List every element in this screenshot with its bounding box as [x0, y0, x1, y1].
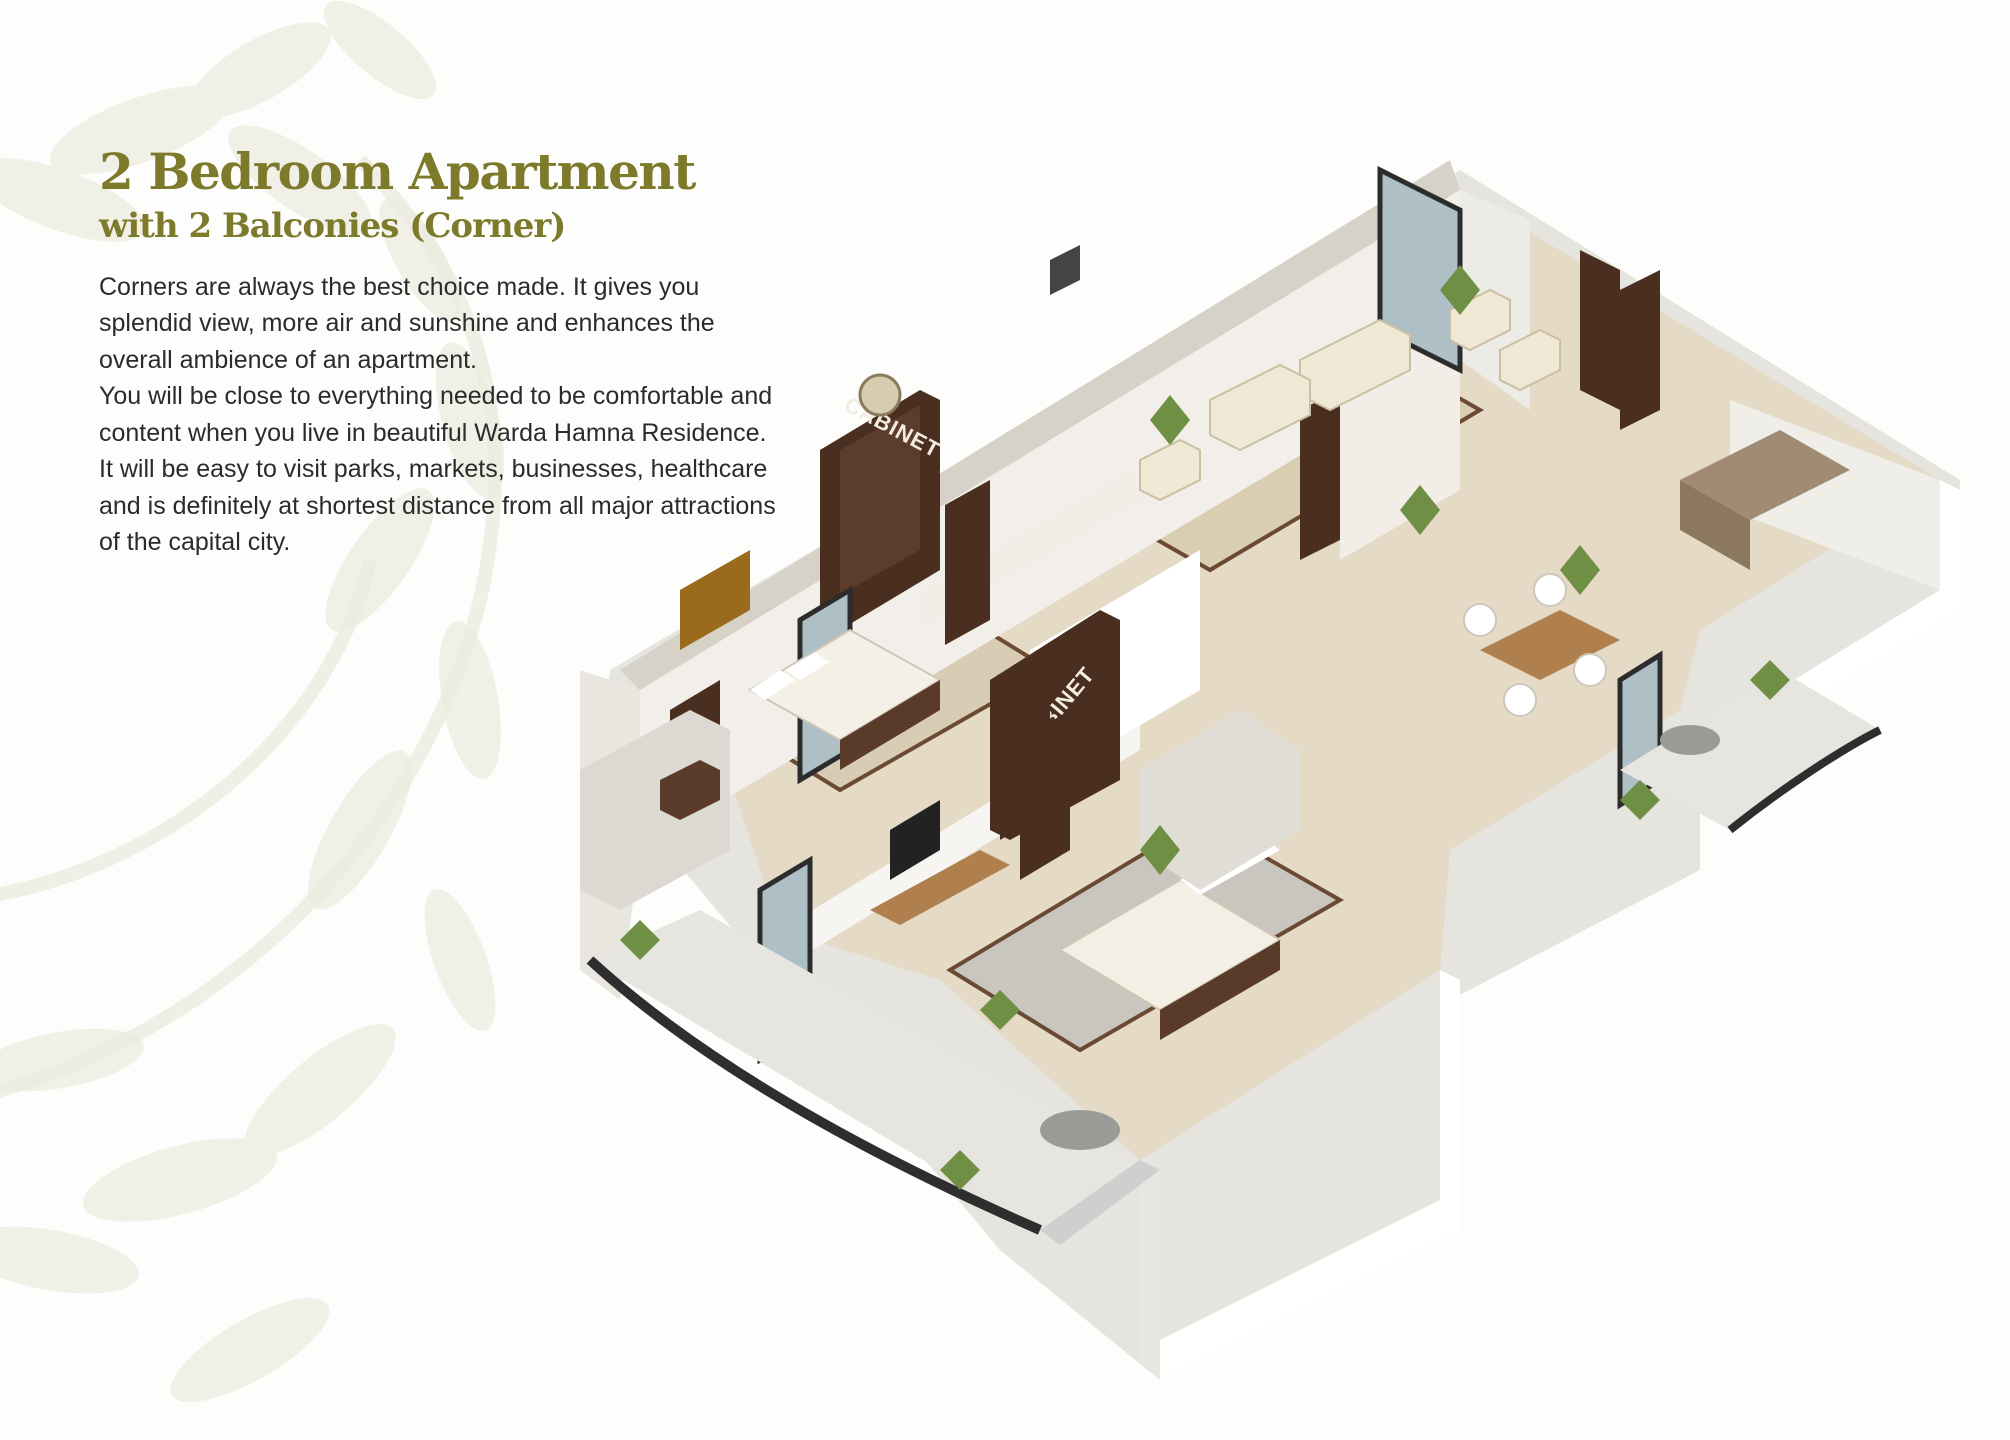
page-title: 2 Bedroom Apartment: [99, 142, 696, 201]
description: Corners are always the best choice made.…: [99, 269, 779, 561]
wall-art: [1050, 245, 1080, 295]
glass-door: [1377, 165, 1463, 375]
sofa: [1209, 363, 1311, 452]
tv-unit: [870, 850, 1010, 925]
cabinet-left: CABINET: [820, 390, 945, 630]
balcony-front: [586, 910, 1160, 1245]
dining-chair: [1463, 603, 1497, 637]
page-subtitle: with 2 Balconies (Corner): [99, 206, 566, 246]
description-paragraph: You will be close to everything needed t…: [99, 382, 776, 557]
door: [945, 480, 990, 645]
balcony-right: [1620, 660, 1882, 834]
door: [1580, 250, 1620, 410]
vanity: [660, 760, 720, 820]
floor-plan-illustration: CABINET CABINET: [580, 160, 1960, 1380]
plant: [1140, 825, 1180, 875]
plant: [1440, 265, 1480, 315]
armchair: [1139, 438, 1201, 502]
bathroom-floor: [580, 710, 730, 910]
plant: [1400, 485, 1440, 535]
tv: [890, 800, 940, 880]
kitchen-counter: [1680, 430, 1850, 520]
front-wall-balcony: [1140, 1160, 1160, 1380]
wall-mirror: [858, 373, 902, 417]
intro-text-block: 2 Bedroom Apartment with 2 Balconies (Co…: [99, 144, 779, 561]
dining-chair: [1533, 573, 1567, 607]
plant: [1150, 395, 1190, 445]
wall-painting: [680, 550, 750, 650]
bed: [748, 628, 942, 770]
plant: [1560, 545, 1600, 595]
kitchen-counter-front: [1680, 480, 1750, 570]
bathroom-floor: [1140, 710, 1300, 890]
armchair: [1499, 328, 1561, 392]
door: [1620, 270, 1660, 430]
description-paragraph: Corners are always the best choice made.…: [99, 272, 715, 374]
door: [1020, 710, 1070, 880]
dining-table: [1480, 610, 1620, 680]
dining-chair: [1503, 683, 1537, 717]
front-wall: [1140, 970, 1460, 1380]
door: [1300, 390, 1340, 560]
dining-chair: [1573, 653, 1607, 687]
main-floor: [640, 190, 1940, 1160]
